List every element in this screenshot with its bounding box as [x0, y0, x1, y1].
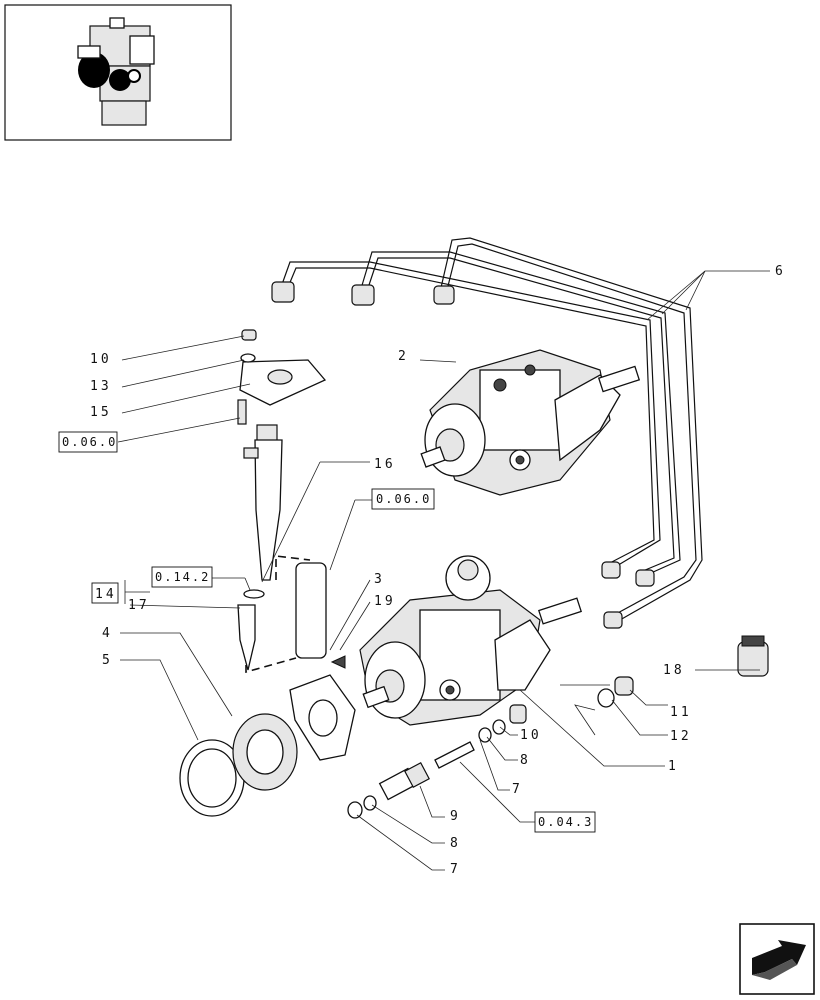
callout-3: 3	[374, 572, 385, 587]
callout-16: 16	[374, 457, 396, 472]
reference-0-14-2[interactable]: 0.14.2	[155, 570, 210, 584]
callout-14: 14	[95, 587, 117, 602]
reference-0-06-0-b[interactable]: 0.06.0	[376, 492, 431, 506]
injection-pump-upper	[420, 349, 641, 496]
callout-15: 15	[90, 405, 112, 420]
callout-7: 7	[450, 862, 461, 877]
callout-9: 9	[450, 809, 461, 824]
injector-assembly	[237, 329, 327, 674]
callout-17: 17	[128, 598, 150, 613]
callout-5: 5	[102, 653, 113, 668]
reference-0-06-0[interactable]: 0.06.0	[62, 435, 117, 449]
callout-19: 19	[374, 594, 396, 609]
callout-10-lower: 10	[520, 728, 542, 743]
callout-13: 13	[90, 379, 112, 394]
callout-4: 4	[102, 626, 113, 641]
callout-11: 11	[670, 705, 692, 720]
next-page-arrow-icon[interactable]	[739, 923, 815, 995]
callout-1: 1	[668, 759, 679, 774]
callout-7-lower: 7	[512, 782, 523, 797]
gaskets	[179, 655, 356, 817]
callout-8: 8	[450, 836, 461, 851]
callout-10: 10	[90, 352, 112, 367]
callouts: 10 13 15 2 6 16 17 3 19 4 5 18 11 12 1 1…	[90, 264, 786, 877]
callout-12: 12	[670, 729, 692, 744]
reference-0-04-3[interactable]: 0.04.3	[538, 815, 593, 829]
injector-pipes	[271, 237, 703, 629]
callout-18: 18	[663, 663, 685, 678]
callout-8-lower: 8	[520, 753, 531, 768]
fasteners	[347, 635, 769, 819]
engine-thumbnail-icon[interactable]	[4, 4, 232, 141]
callout-2: 2	[398, 349, 409, 364]
callout-6: 6	[775, 264, 786, 279]
injection-pump-lower	[359, 555, 583, 726]
reference-boxes: 0.06.0 0.06.0 14 0.14.2 0.04.3	[58, 431, 596, 833]
